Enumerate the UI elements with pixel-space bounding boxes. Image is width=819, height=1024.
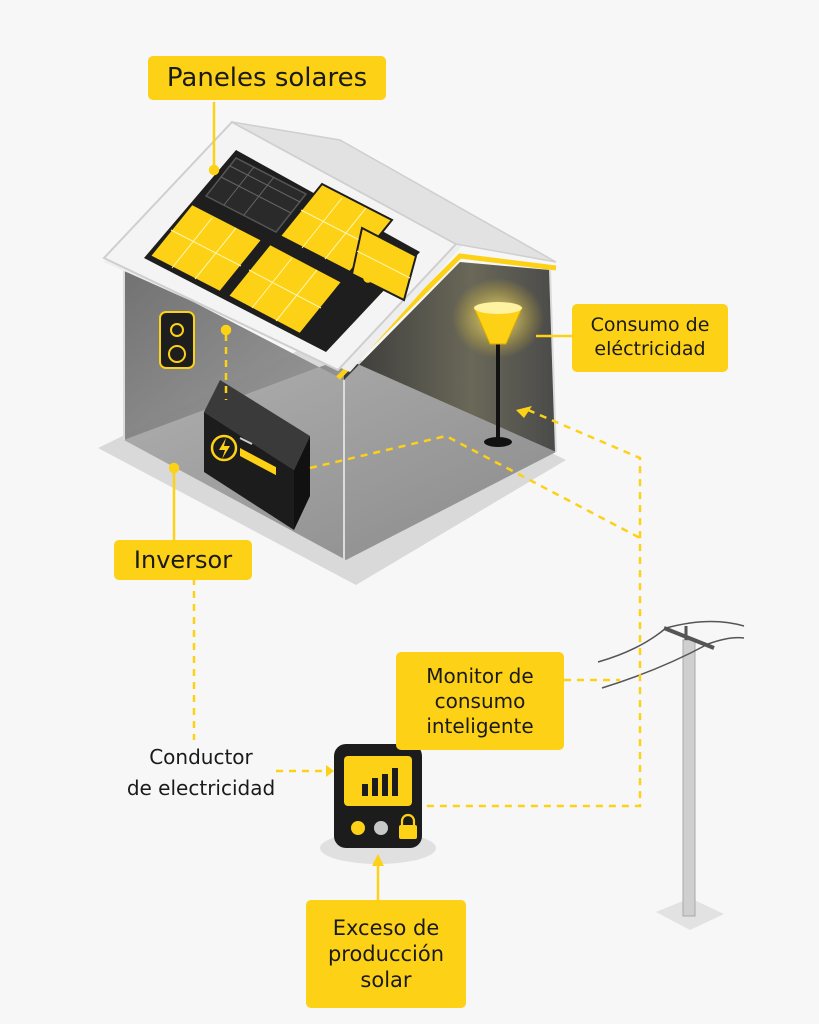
utility-pole xyxy=(597,620,745,930)
lock-icon xyxy=(399,813,417,839)
speaker-icon xyxy=(159,311,195,369)
label-consumption-line: Consumo de xyxy=(590,314,710,337)
label-solar-excess-line: producción xyxy=(327,941,445,966)
solar-panel xyxy=(226,242,344,336)
bolt-icon xyxy=(210,434,238,462)
label-consumption-line: eléctricidad xyxy=(594,338,706,360)
label-inverter-text: Inversor xyxy=(133,546,233,574)
label-solar-excess-line: Exceso de xyxy=(332,915,440,940)
label-conductor-line: de electricidad xyxy=(126,776,276,800)
label-smart-monitor: Monitor de consumo inteligente xyxy=(396,652,564,750)
solar-panel xyxy=(148,202,264,294)
label-smart-monitor-line: consumo xyxy=(434,688,526,713)
roof-ridge xyxy=(231,121,557,263)
house xyxy=(98,120,566,585)
label-smart-monitor-line: inteligente xyxy=(426,713,534,738)
connector-lines xyxy=(168,102,572,900)
label-consumption: Consumo de eléctricidad xyxy=(572,304,728,372)
dashed-lines xyxy=(192,334,642,808)
label-smart-monitor-line: Monitor de xyxy=(426,663,534,688)
label-inverter: Inversor xyxy=(114,540,252,580)
label-conductor-line: Conductor xyxy=(149,745,253,769)
label-solar-excess: Exceso de producción solar xyxy=(306,900,466,1008)
bar-chart-icon xyxy=(362,768,398,796)
label-solar-panels-text: Paneles solares xyxy=(166,62,368,93)
house-left-wall xyxy=(124,266,344,440)
label-solar-excess-line: solar xyxy=(360,968,412,993)
solar-panel-dark xyxy=(204,157,308,233)
smart-monitor-device xyxy=(320,744,436,864)
inverter-box xyxy=(204,380,310,530)
lamp-icon xyxy=(452,278,544,447)
label-conductor: Conductor de electricidad xyxy=(108,742,294,804)
label-solar-panels: Paneles solares xyxy=(148,56,386,100)
